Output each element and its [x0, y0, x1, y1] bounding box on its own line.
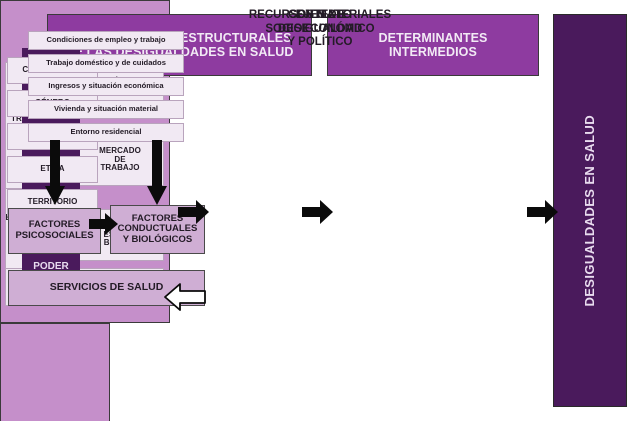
conductuales-line2: CONDUCTUALES: [117, 223, 198, 235]
arrow-intermedios-to-desigualdades: [527, 199, 559, 225]
header-determinantes-intermedios: DETERMINANTES INTERMEDIOS: [327, 14, 539, 76]
panel-ejes-de-desigualdad: EJES DE DESIGUALDAD CLASE SOCIAL GÉNERO …: [0, 9, 362, 421]
contexto-title-line2: SOCIOECONÓMICO: [265, 22, 375, 35]
arrow-recursos-to-conductuales: [146, 140, 168, 206]
arrow-contexto-to-ejes: [178, 199, 210, 225]
contexto-panel-title: CONTEXTO SOCIOECONÓMICO Y POLÍTICO: [0, 9, 640, 50]
recurso-entorno-residencial: Entorno residencial: [28, 123, 184, 142]
recurso-trabajo-domestico: Trabajo doméstico y de cuidados: [28, 54, 184, 73]
ejes-title-line1: EJES DE: [295, 9, 345, 21]
conductuales-line1: FACTORES: [131, 212, 184, 224]
header-intermediate-line1: DETERMINANTES: [378, 31, 488, 45]
recurso-condiciones-empleo: Condiciones de empleo y trabajo: [28, 31, 184, 50]
conductuales-line3: Y BIOLÓGICOS: [122, 233, 193, 245]
eje-poder: PODER: [33, 260, 69, 272]
factores-psicosociales: FACTORES PSICOSOCIALES: [8, 208, 101, 254]
mercado-line3: TRABAJO: [100, 163, 140, 173]
arrow-feedback-ejes-to-contexto: [164, 283, 206, 311]
banner-label: DESIGUALDADES EN SALUD: [581, 114, 597, 307]
contexto-title-line1: CONTEXTO: [288, 9, 352, 21]
recurso-ingresos: Ingresos y situación económica: [28, 77, 184, 96]
mercado-line2: DE: [114, 154, 126, 164]
ejes-title-line2: DESIGUALDAD: [277, 22, 363, 35]
recursos-title: RECURSOS MATERIALES: [248, 9, 392, 21]
arrow-psicosociales-to-conductuales: [89, 213, 119, 235]
ejes-panel-title: EJES DE DESIGUALDAD: [0, 9, 640, 36]
psicosociales-line2: PSICOSOCIALES: [15, 230, 94, 241]
recurso-vivienda: Vivienda y situación material: [28, 100, 184, 119]
arrow-recursos-to-psicosociales: [44, 140, 66, 206]
psicosociales-line1: FACTORES: [28, 219, 81, 231]
header-intermediate-line2: INTERMEDIOS: [389, 45, 477, 59]
banner-desigualdades-en-salud: DESIGUALDADES EN SALUD: [553, 14, 627, 407]
arrow-ejes-to-intermedios: [302, 199, 334, 225]
mercado-line1: MERCADO: [99, 145, 141, 155]
contexto-title-line3: Y POLÍTICO: [287, 36, 353, 49]
